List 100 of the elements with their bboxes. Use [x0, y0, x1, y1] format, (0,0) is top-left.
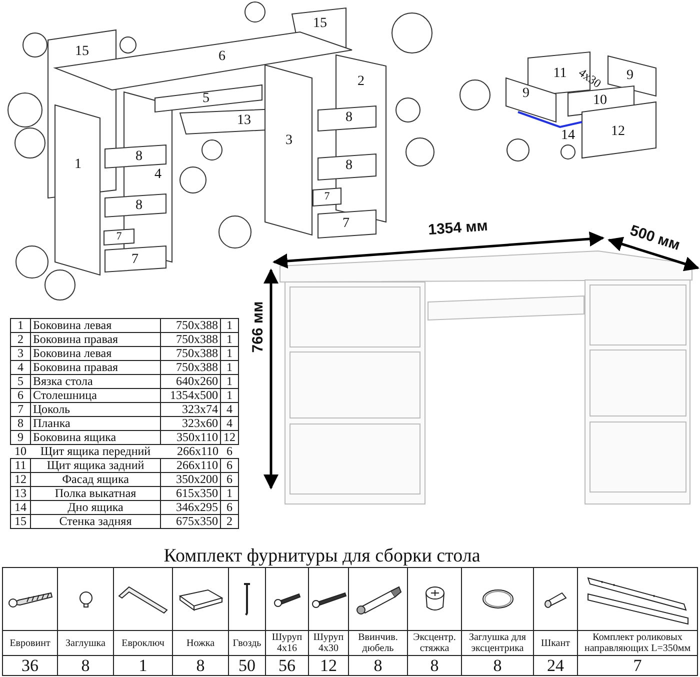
quantity-cell: 1 [220, 346, 238, 360]
callout-number: 4 [154, 168, 162, 182]
callout-number: 2 [358, 75, 364, 89]
part-number-cell: 6 [10, 388, 30, 402]
part-name-cell: Боковина правая [30, 360, 160, 374]
part-size-cell: 323x74 [160, 402, 220, 416]
callout-number: 8 [136, 199, 142, 213]
hardware-name-cell: Гвоздь [228, 630, 266, 656]
callout-number: 9 [626, 69, 634, 83]
part-size-cell: 350x110 [160, 430, 220, 444]
part-name-cell: Боковина правая [30, 332, 160, 346]
part-name-cell: Столешница [30, 388, 160, 402]
quantity-cell: 12 [220, 430, 238, 444]
callout-number: 3 [286, 134, 292, 148]
hardware-name-cell: Заглушка для эксцентрика [462, 630, 534, 656]
part-size-cell: 750x388 [160, 332, 220, 346]
callout-number: 1 [74, 158, 82, 172]
quantity-cell: 6 [220, 444, 238, 458]
callout-number: 15 [75, 45, 89, 59]
callout-number: 9 [522, 87, 530, 101]
quantity-cell: 7 [578, 656, 698, 676]
quantity-cell: 4 [220, 416, 238, 430]
callout-number: 8 [346, 159, 352, 173]
quantity-cell: 8 [408, 656, 462, 676]
dimension-label: 766 мм [250, 301, 266, 353]
hardware-name-cell: Ввинчив. дюбель [348, 630, 408, 656]
quantity-cell: 6 [220, 500, 238, 514]
part-number-cell: 11 [10, 458, 30, 472]
part-name-cell: Боковина левая [30, 318, 160, 332]
part-size-cell: 323x60 [160, 416, 220, 430]
hardware-name-cell: Эксцентр. стяжка [408, 630, 462, 656]
part-size-cell: 750x388 [160, 318, 220, 332]
quantity-cell: 6 [220, 472, 238, 486]
quantity-cell: 12 [308, 656, 348, 676]
hardware-name-cell: Шкант [534, 630, 578, 656]
part-name-cell: Боковина ящика [30, 430, 160, 444]
quantity-cell: 1 [114, 656, 172, 676]
dimension-label: 500 мм [628, 222, 682, 254]
part-size-cell: 615x350 [160, 486, 220, 500]
quantity-cell: 2 [220, 514, 238, 528]
hardware-name-cell: Заглушка [58, 630, 114, 656]
callout-number: 12 [611, 125, 625, 139]
hardware-name-cell: Комплект роликовых направляющих L=350мм [578, 630, 698, 656]
part-size-cell: 346x295 [160, 500, 220, 514]
quantity-cell: 24 [534, 656, 578, 676]
part-name-cell: Фасад ящика [30, 472, 160, 486]
hardware-name-cell: Евровинт [2, 630, 58, 656]
part-size-cell: 750x388 [160, 346, 220, 360]
part-size-cell: 350x200 [160, 472, 220, 486]
quantity-cell: 8 [58, 656, 114, 676]
callout-number: 7 [324, 192, 330, 202]
quantity-cell: 1 [220, 374, 238, 388]
quantity-cell: 56 [266, 656, 308, 676]
quantity-cell: 1 [220, 486, 238, 500]
callout-number: 10 [593, 94, 607, 108]
dimension-label: 1354 мм [428, 218, 488, 238]
callout-number: 7 [116, 232, 122, 242]
part-size-cell: 675x350 [160, 514, 220, 528]
part-number-cell: 8 [10, 416, 30, 430]
part-name-cell: Дно ящика [30, 500, 160, 514]
quantity-cell: 1 [220, 332, 238, 346]
part-name-cell: Планка [30, 416, 160, 430]
hardware-name-cell: Евроключ [114, 630, 172, 656]
part-number-cell: 1 [10, 318, 30, 332]
quantity-cell: 8 [462, 656, 534, 676]
quantity-cell: 1 [220, 388, 238, 402]
callout-number: 13 [237, 114, 251, 128]
part-name-cell: Полка выкатная [30, 486, 160, 500]
callout-number: 5 [202, 92, 210, 106]
hardware-name-cell: Шуруп 4x30 [308, 630, 348, 656]
part-size-cell: 640x260 [160, 374, 220, 388]
part-name-cell: Вязка стола [30, 374, 160, 388]
hardware-name-cell: Шуруп 4x16 [266, 630, 308, 656]
part-number-cell: 13 [10, 486, 30, 500]
part-number-cell: 15 [10, 514, 30, 528]
part-size-cell: 750x388 [160, 360, 220, 374]
quantity-cell: 50 [228, 656, 266, 676]
part-number-cell: 7 [10, 402, 30, 416]
quantity-cell: 1 [220, 318, 238, 332]
part-number-cell: 10 [10, 444, 30, 458]
part-number-cell: 14 [10, 500, 30, 514]
part-number-cell: 9 [10, 430, 30, 444]
part-number-cell: 4 [10, 360, 30, 374]
quantity-cell: 36 [2, 656, 58, 676]
part-name-cell: Щит ящика задний [30, 458, 160, 472]
part-size-cell: 1354x500 [160, 388, 220, 402]
part-number-cell: 3 [10, 346, 30, 360]
callout-number: 15 [313, 17, 327, 31]
table-heading: Комплект фурнитуры для сборки стола [164, 546, 480, 566]
part-number-cell: 5 [10, 374, 30, 388]
callout-number: 6 [218, 50, 226, 64]
quantity-cell: 8 [172, 656, 228, 676]
hardware-name-cell: Ножка [172, 630, 228, 656]
callout-number: 11 [553, 67, 567, 81]
quantity-cell: 6 [220, 458, 238, 472]
quantity-cell: 4 [220, 402, 238, 416]
part-size-cell: 266x110 [160, 444, 220, 458]
callout-number: 8 [346, 111, 352, 125]
part-number-cell: 12 [10, 472, 30, 486]
callout-number: 8 [136, 150, 142, 164]
